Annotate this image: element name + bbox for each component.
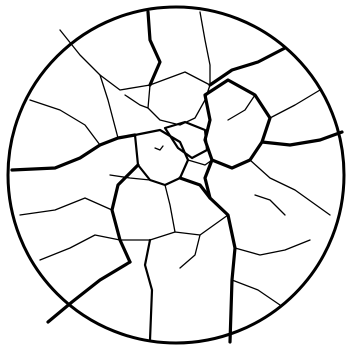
crack-center-branch-2 <box>155 146 163 150</box>
crack-left-bottom <box>40 235 120 260</box>
crack-left-lower <box>20 198 112 215</box>
crack-lower-right <box>235 240 310 255</box>
crack-lower-right-branch <box>180 235 200 268</box>
crack-top-right <box>200 12 210 85</box>
crack-inner-right <box>228 95 255 120</box>
crack-main-bottom <box>205 160 235 342</box>
crack-main-right <box>262 132 342 145</box>
crack-upper-left <box>60 30 150 90</box>
crack-center-right <box>188 160 212 165</box>
crack-right-top <box>270 90 320 118</box>
crack-main-lower-left <box>112 165 138 262</box>
crack-upper-mid <box>125 95 148 108</box>
small-inner-cell <box>165 122 207 158</box>
crack-center-branch <box>110 175 150 180</box>
crack-right-mid-branch <box>255 195 285 215</box>
crack-lower-right-2 <box>232 280 280 305</box>
boundary-circle <box>8 7 344 343</box>
crack-upper-left-2 <box>30 100 100 145</box>
upper-center-cell <box>148 72 210 125</box>
crack-main-left <box>12 135 135 170</box>
crack-left-cell-top <box>100 75 118 138</box>
crack-main-bottom-left <box>48 262 130 322</box>
crack-lower-center-2 <box>165 185 175 232</box>
crack-main-mid-bottom <box>145 240 152 340</box>
crack-right-mid <box>250 160 330 215</box>
right-upper-cell <box>205 80 270 168</box>
crack-main-top <box>148 12 160 85</box>
crack-main-top-right <box>210 48 285 85</box>
